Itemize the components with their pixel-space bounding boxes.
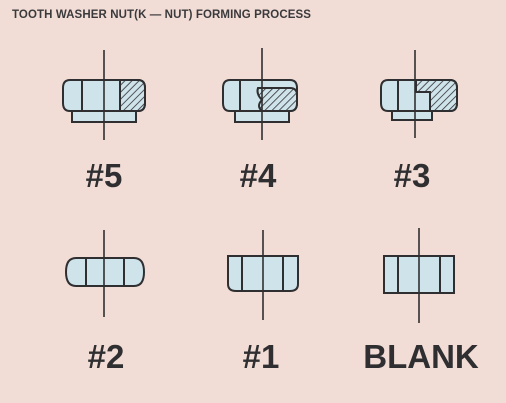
stage-2-nut-drawing [64,230,146,317]
stage-2-label: #2 [87,338,125,375]
stage-5-label: #5 [85,157,123,194]
stage-5-nut-drawing [62,50,146,140]
diagram-title: TOOTH WASHER NUT(K — NUT) FORMING PROCES… [12,9,312,21]
stage-3-nut-drawing [380,50,458,138]
stage-3-label: #3 [393,157,431,194]
stage-4-nut-drawing [222,48,298,140]
blank-label: BLANK [363,338,479,375]
blank-nut-drawing [383,228,455,323]
stage-1-label: #1 [242,338,280,375]
stage-4-label: #4 [239,157,277,194]
stage-1-nut-drawing [227,230,299,320]
